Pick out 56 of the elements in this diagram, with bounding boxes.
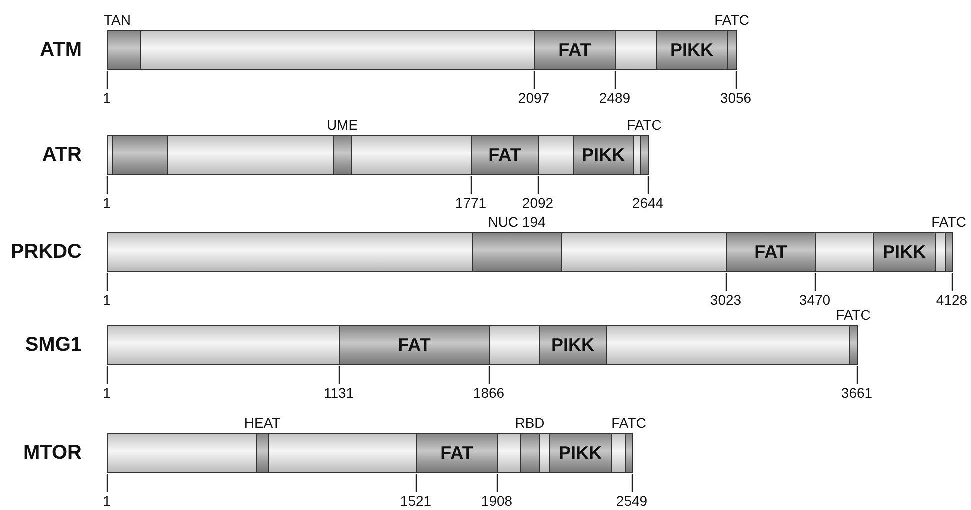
residue-number: 2489: [599, 90, 631, 106]
domain-label: HEAT: [244, 415, 281, 431]
domain-box: [539, 325, 607, 365]
residue-number: 2097: [518, 90, 550, 106]
domain-label: NUC 194: [488, 214, 546, 230]
domain-box: [112, 135, 168, 175]
domain-box: [471, 135, 539, 175]
domain-label: FAT: [558, 39, 592, 62]
residue-number: 3661: [841, 385, 873, 401]
domain-label: FATC: [612, 415, 646, 431]
domain-label: PIKK: [558, 442, 603, 465]
domain-box: [573, 135, 634, 175]
domain-box: [549, 433, 612, 473]
domain-label: FAT: [754, 241, 788, 264]
domain-label: FATC: [836, 307, 871, 323]
residue-number: 2092: [522, 195, 554, 211]
residue-number: 4128: [936, 292, 968, 308]
domain-box: [416, 433, 498, 473]
domain-box: [873, 232, 936, 272]
domain-label: TAN: [104, 12, 131, 28]
residue-number: 3056: [720, 90, 752, 106]
domain-box: [534, 30, 616, 70]
domain-label: FATC: [714, 12, 750, 28]
domain-label: PIKK: [550, 334, 596, 357]
domain-label: UME: [326, 117, 358, 133]
protein-name: MTOR: [23, 441, 82, 466]
domain-label: RBD: [515, 415, 545, 431]
domain-label: PIKK: [669, 39, 714, 62]
residue-number: 3023: [710, 292, 742, 308]
protein-name: PRKDC: [10, 240, 82, 265]
domain-label: PIKK: [882, 241, 927, 264]
domain-label: PIKK: [580, 144, 626, 167]
domain-label: FATC: [627, 117, 662, 133]
domain-label: FAT: [488, 144, 522, 167]
protein-name: SMG1: [25, 333, 82, 358]
domain-box: [656, 30, 728, 70]
residue-number: 2644: [632, 195, 664, 211]
residue-number: 1131: [324, 385, 354, 401]
protein-name: ATM: [40, 38, 82, 63]
residue-number: 3470: [799, 292, 831, 308]
residue-number: 1: [103, 90, 111, 106]
residue-number: 2549: [616, 493, 648, 509]
residue-number: 1: [103, 493, 111, 509]
domain-label: FAT: [440, 442, 474, 465]
residue-number: 1: [103, 385, 111, 401]
residue-number: 1521: [400, 493, 432, 509]
residue-number: 1866: [473, 385, 505, 401]
residue-number: 1771: [455, 195, 487, 211]
domain-label: FAT: [397, 334, 432, 357]
domain-box: [726, 232, 816, 272]
residue-number: 1908: [481, 493, 513, 509]
domain-label: FATC: [932, 214, 966, 230]
protein-name: ATR: [42, 143, 82, 168]
residue-number: 1: [103, 292, 111, 308]
domain-box: [339, 325, 490, 365]
residue-number: 1: [103, 195, 111, 211]
